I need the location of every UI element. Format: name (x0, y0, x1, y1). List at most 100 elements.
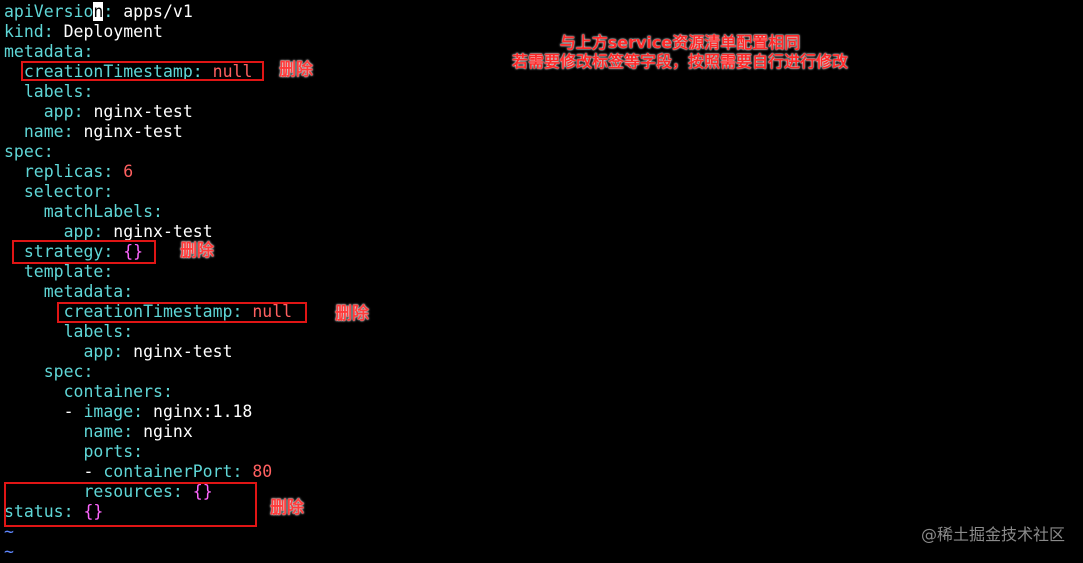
yaml-separator: : (232, 462, 253, 481)
code-line[interactable]: metadata: (4, 42, 93, 62)
yaml-separator: : (43, 22, 64, 41)
empty-line-marker: ~ (4, 542, 14, 561)
code-line[interactable]: name: nginx (4, 422, 193, 442)
yaml-key: spec (4, 142, 44, 161)
code-line[interactable]: selector: (4, 182, 113, 202)
yaml-key: containerPort (103, 462, 233, 481)
yaml-value: Deployment (63, 22, 163, 41)
annotation-note-line-1: 与上方service资源清单配置相同 (559, 33, 801, 52)
delete-label-4: 删除 (270, 498, 304, 518)
highlight-box-template-creation-timestamp (57, 302, 307, 323)
yaml-value: 80 (252, 462, 273, 481)
code-line[interactable]: app: nginx-test (4, 222, 213, 242)
yaml-key: ports (83, 442, 134, 461)
text-cursor: n (93, 2, 104, 21)
yaml-separator: : (83, 82, 94, 101)
yaml-key: creationTimestamp (23, 62, 193, 81)
annotation-note-line-2: 若需要修改标签等字段，按照需要自行进行修改 (511, 52, 848, 71)
yaml-separator: : (103, 2, 124, 21)
line-indent (4, 282, 44, 301)
yaml-separator: : (103, 242, 124, 261)
line-indent (4, 382, 64, 401)
yaml-value: nginx-test (113, 222, 213, 241)
yaml-separator: : (123, 282, 134, 301)
code-line[interactable]: labels: (4, 322, 134, 342)
yaml-key: metadata (43, 282, 124, 301)
yaml-key: strategy (23, 242, 104, 261)
yaml-separator: : (103, 262, 114, 281)
line-indent (4, 102, 44, 121)
code-line[interactable]: app: nginx-test (4, 342, 232, 362)
code-line[interactable]: kind: Deployment (4, 22, 163, 42)
yaml-separator: : (232, 302, 253, 321)
highlight-box-creation-timestamp (21, 61, 264, 81)
line-indent (4, 342, 83, 361)
code-line[interactable]: apiVersion: apps/v1 (4, 2, 193, 22)
yaml-key: app (63, 222, 94, 241)
yaml-value: {} (192, 482, 213, 501)
yaml-value: apps/v1 (123, 2, 193, 21)
yaml-key: apiVersio (4, 2, 94, 21)
line-indent (4, 422, 83, 441)
line-indent (4, 182, 24, 201)
code-line[interactable]: template: (4, 262, 113, 282)
yaml-key: name (83, 422, 124, 441)
code-line[interactable]: strategy: {} (4, 242, 143, 262)
delete-label-3: 删除 (335, 304, 369, 324)
code-line[interactable]: metadata: (4, 282, 133, 302)
yaml-key: matchLabels (43, 202, 154, 221)
code-line[interactable]: - image: nginx:1.18 (4, 402, 253, 422)
code-line[interactable]: creationTimestamp: null (4, 62, 253, 82)
yaml-separator: : (192, 62, 213, 81)
line-indent (4, 162, 24, 181)
delete-label-1: 删除 (279, 60, 313, 80)
yaml-value: {} (123, 242, 144, 261)
code-line[interactable]: status: {} (4, 502, 103, 522)
empty-line-marker: ~ (4, 522, 14, 541)
yaml-separator: : (133, 402, 154, 421)
line-indent (4, 82, 24, 101)
code-line[interactable]: ~ (4, 522, 14, 542)
yaml-value: nginx:1.18 (153, 402, 253, 421)
code-line[interactable]: resources: {} (4, 482, 213, 502)
line-indent (4, 122, 24, 141)
yaml-separator: : (83, 362, 94, 381)
yaml-separator: : (123, 322, 134, 341)
yaml-separator: : (133, 442, 144, 461)
yaml-separator: : (63, 122, 84, 141)
line-indent (4, 442, 83, 461)
yaml-separator: : (123, 422, 144, 441)
yaml-value: nginx (143, 422, 193, 441)
line-indent (4, 222, 64, 241)
code-line[interactable]: app: nginx-test (4, 102, 193, 122)
code-line[interactable]: creationTimestamp: null (4, 302, 293, 322)
yaml-value: {} (83, 502, 104, 521)
code-line[interactable]: ports: (4, 442, 143, 462)
yaml-key: spec (43, 362, 84, 381)
code-line[interactable]: containers: (4, 382, 173, 402)
code-line[interactable]: ~ (4, 542, 14, 562)
yaml-key: labels (23, 82, 84, 101)
yaml-key: template (23, 262, 104, 281)
code-line[interactable]: - containerPort: 80 (4, 462, 272, 482)
yaml-separator: : (83, 42, 94, 61)
code-line[interactable]: labels: (4, 82, 94, 102)
line-indent (4, 202, 44, 221)
yaml-separator: : (113, 342, 134, 361)
code-line[interactable]: spec: (4, 362, 94, 382)
yaml-key: image (83, 402, 134, 421)
delete-label-2: 删除 (180, 241, 214, 261)
highlight-box-status (4, 482, 257, 527)
code-line[interactable]: spec: (4, 142, 54, 162)
code-line[interactable]: name: nginx-test (4, 122, 183, 142)
code-line[interactable]: replicas: 6 (4, 162, 133, 182)
yaml-separator: : (172, 482, 193, 501)
code-line[interactable]: matchLabels: (4, 202, 163, 222)
yaml-key: selector (23, 182, 104, 201)
yaml-key: app (83, 342, 114, 361)
yaml-key: kind (4, 22, 44, 41)
yaml-value: null (212, 62, 253, 81)
yaml-key: resources (83, 482, 173, 501)
yaml-key: status (4, 502, 64, 521)
